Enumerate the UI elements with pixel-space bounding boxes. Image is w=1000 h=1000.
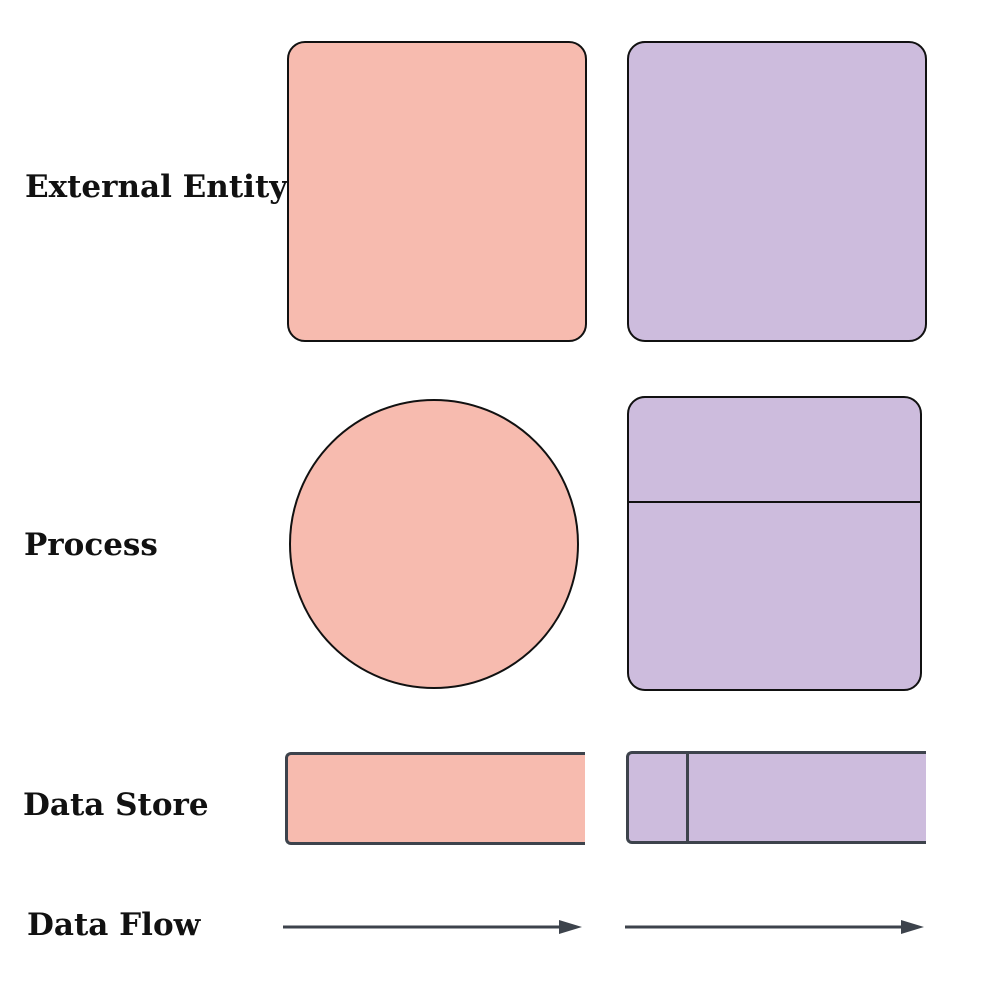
data-store-label: Data Store — [23, 787, 209, 823]
external-entity-label: External Entity — [25, 169, 288, 205]
data-store-open-rect-left — [285, 752, 585, 845]
data-flow-arrow-left — [283, 920, 582, 934]
data-store-open-rect-right — [626, 751, 926, 844]
external-entity-square-left — [287, 41, 587, 342]
external-entity-square-right — [627, 41, 927, 342]
process-label: Process — [24, 527, 158, 563]
process-rounded-rect-right — [627, 396, 922, 691]
data-flow-label: Data Flow — [27, 907, 201, 943]
process-divider-line — [629, 501, 920, 503]
data-flow-arrow-right — [625, 920, 924, 934]
data-store-divider-line — [686, 754, 689, 841]
process-circle-left — [289, 399, 579, 689]
